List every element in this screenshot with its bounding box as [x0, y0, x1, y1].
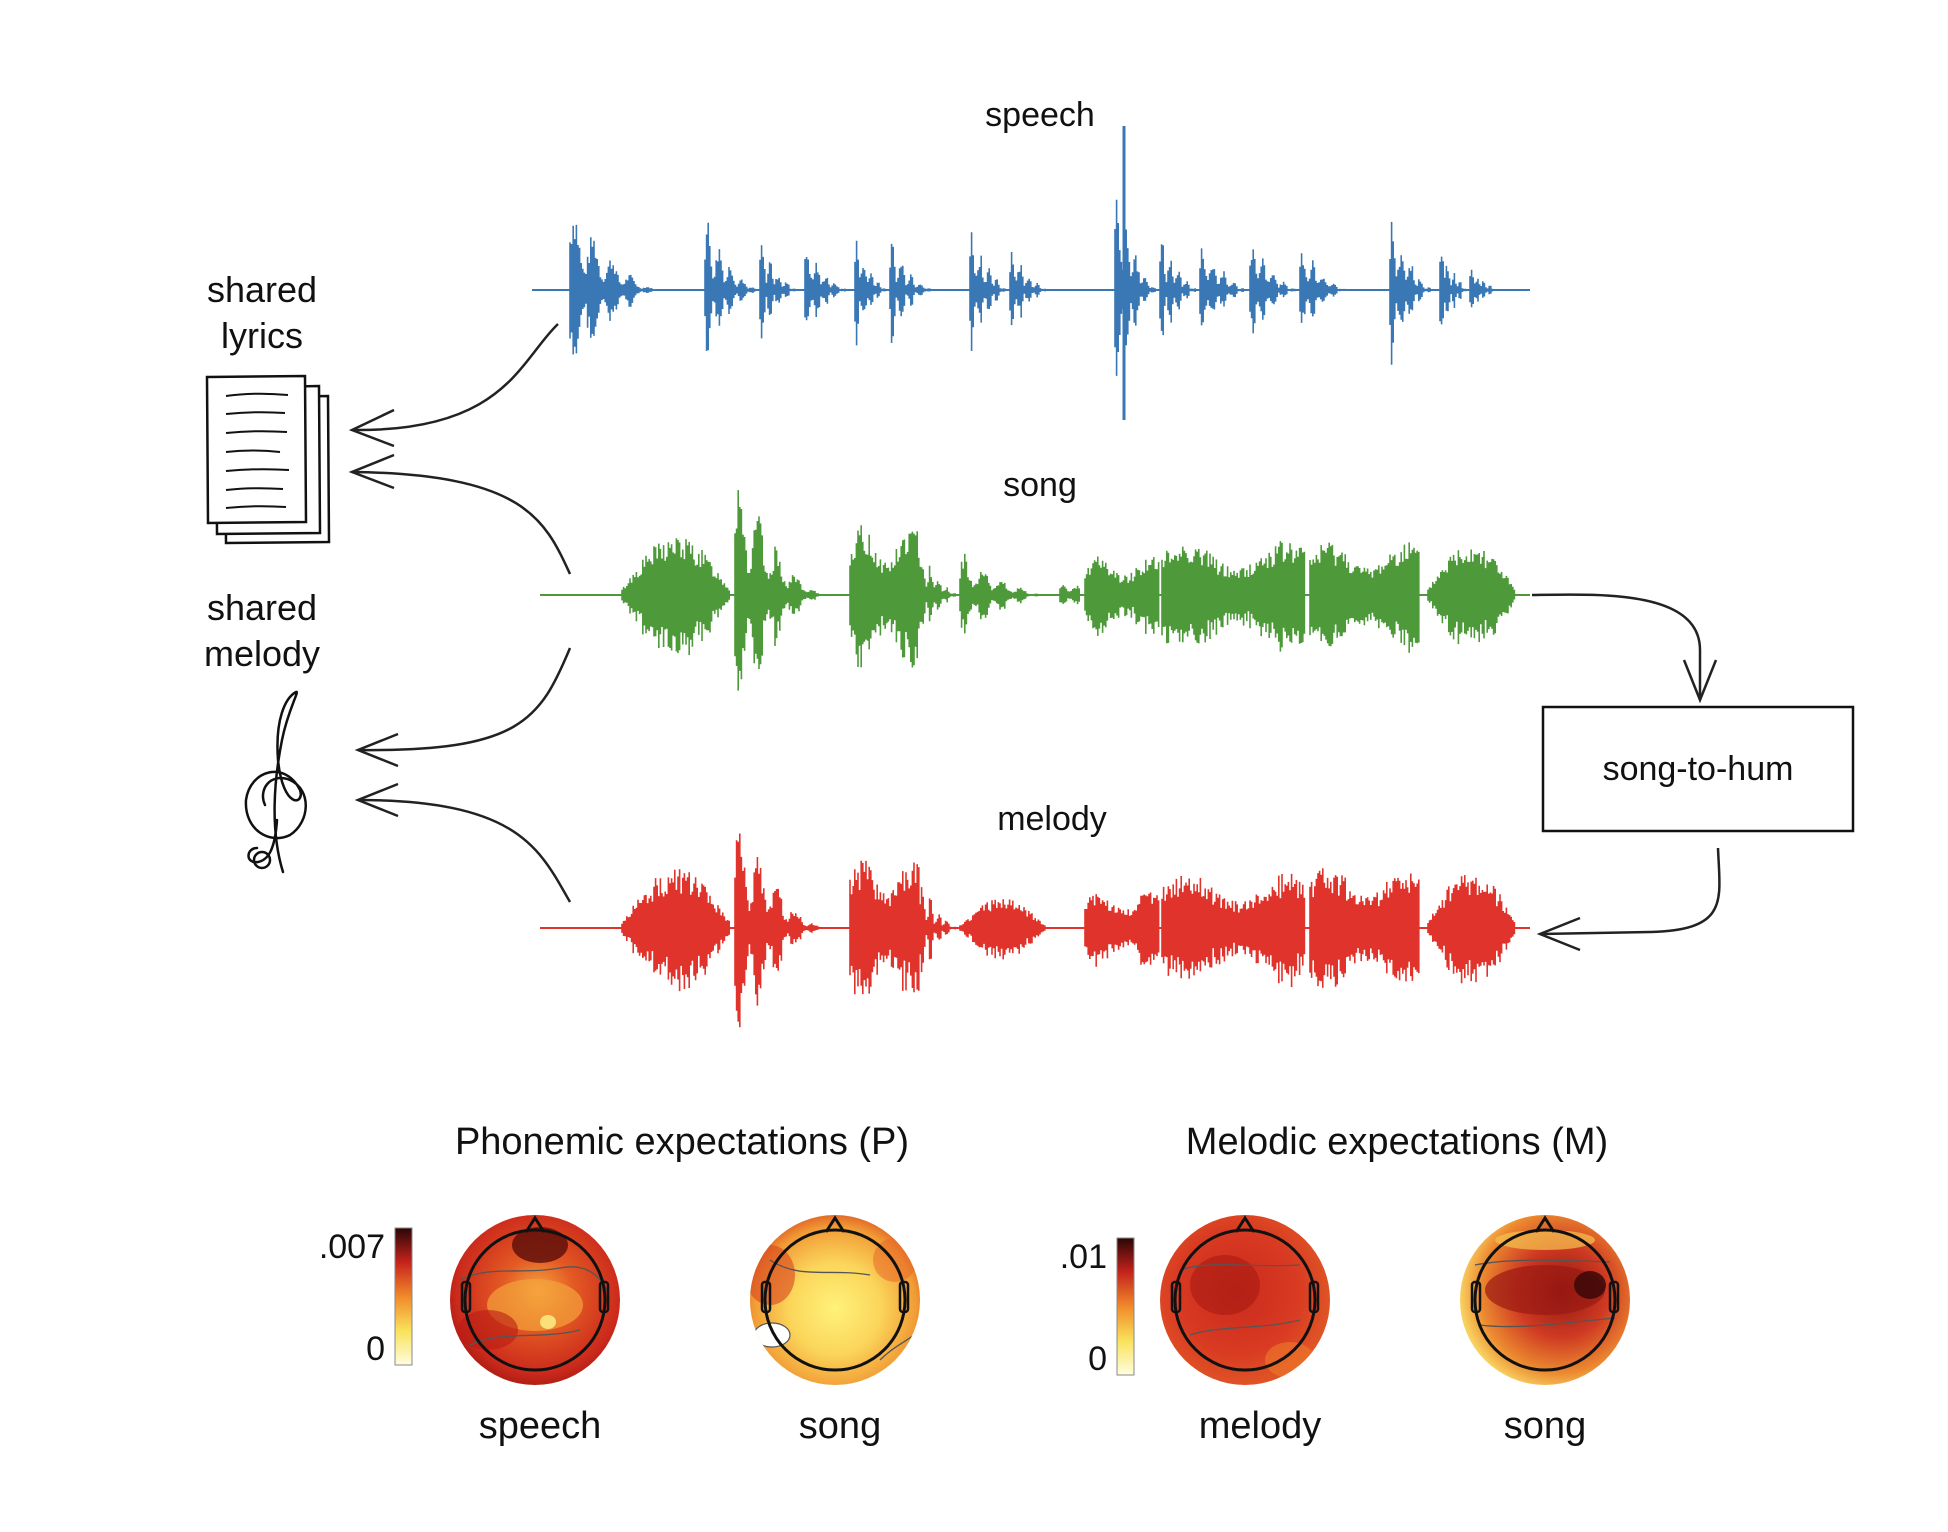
speech-waveform: [532, 126, 1530, 420]
shared-melody-label-line2: melody: [204, 633, 320, 674]
topomap-phonemic-song-label: song: [799, 1405, 881, 1447]
phonemic-colorbar-max: .007: [319, 1228, 385, 1266]
topomap-melodic-melody: [1160, 1215, 1330, 1385]
topomap-phonemic-speech-label: speech: [479, 1405, 602, 1447]
topomap-phonemic-song: [750, 1215, 920, 1385]
melodic-colorbar: [1116, 1237, 1135, 1376]
waveform-body: [621, 833, 1516, 1028]
shared-lyrics-label-line2: lyrics: [221, 315, 303, 356]
arrows-to-melody: [354, 647, 572, 903]
shared-lyrics-label-line1: shared: [207, 269, 317, 310]
arrow-song-to-box: [1531, 593, 1718, 704]
song-waveform: [540, 490, 1530, 691]
topomap-melodic-song-label: song: [1504, 1405, 1586, 1447]
topomap-phonemic-speech: [450, 1215, 620, 1385]
song-to-hum-label: song-to-hum: [1603, 750, 1794, 788]
song-to-hum-box: [1541, 705, 1855, 833]
melody-waveform-label: melody: [997, 800, 1107, 838]
phonemic-colorbar-min: 0: [366, 1330, 385, 1368]
waveform-body: [621, 490, 1516, 691]
arrows-to-lyrics: [348, 323, 572, 575]
melodic-colorbar-min: 0: [1088, 1340, 1107, 1378]
melodic-section-title: Melodic expectations (M): [1186, 1121, 1608, 1163]
topomap-melodic-song: [1460, 1215, 1630, 1385]
waveform-body: [569, 199, 1500, 376]
treble-clef-icon: [244, 690, 307, 874]
song-waveform-label: song: [1003, 466, 1077, 504]
speech-waveform-label: speech: [985, 96, 1095, 134]
shared-melody-label-line1: shared: [207, 587, 317, 628]
arrow-box-to-melody: [1536, 847, 1721, 952]
phonemic-section-title: Phonemic expectations (P): [455, 1121, 909, 1163]
document-stack-icon: [205, 374, 331, 545]
melodic-colorbar-max: .01: [1060, 1238, 1107, 1276]
melody-waveform: [540, 833, 1530, 1028]
phonemic-colorbar: [394, 1227, 413, 1366]
topomap-melodic-melody-label: melody: [1199, 1405, 1322, 1447]
